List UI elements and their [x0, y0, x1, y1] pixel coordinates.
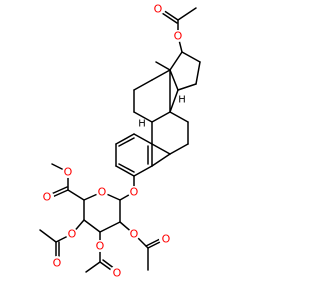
atom-o-ester-carbonyl: O	[43, 191, 52, 204]
atom-o-acetyl-carbonyl: O	[154, 3, 163, 16]
bond-layer	[39, 7, 201, 273]
atom-o4-acetyl-carbonyl: O	[53, 257, 62, 270]
atom-h14: H	[178, 95, 186, 106]
atom-o17: O	[174, 30, 183, 43]
bond	[118, 163, 135, 173]
bond	[133, 133, 153, 145]
bond	[169, 111, 189, 123]
bond	[181, 51, 201, 63]
bond	[169, 143, 189, 155]
bond	[85, 261, 101, 273]
atom-o3-acetyl-carbonyl: O	[113, 267, 122, 280]
bond	[177, 7, 197, 21]
bond	[151, 153, 171, 167]
bond	[151, 69, 171, 81]
atom-o3-sugar: O	[96, 240, 105, 253]
structure-diagram: O O O O O O O O O O O O H H	[39, 2, 201, 280]
atom-o3-glycosidic: O	[130, 186, 139, 199]
bond	[39, 229, 57, 243]
bond	[99, 221, 121, 233]
bond	[133, 111, 153, 123]
bond	[169, 89, 179, 113]
molecule-canvas: O O O O O O O O O O O O H H	[39, 2, 201, 280]
atom-o2-acetyl-carbonyl: O	[162, 233, 171, 246]
bond	[195, 61, 201, 85]
atom-o4: O	[68, 228, 77, 241]
atom-layer: O O O O O O O O O O O O H H	[42, 2, 186, 280]
bond	[67, 189, 85, 201]
bond	[115, 165, 135, 177]
bond	[177, 83, 197, 91]
bond	[169, 51, 183, 71]
bond	[133, 79, 153, 91]
atom-o2: O	[130, 228, 139, 241]
bond	[151, 111, 171, 123]
atom-h9: H	[138, 119, 146, 130]
bond	[133, 165, 153, 177]
atom-o-ester-methoxy: O	[64, 166, 73, 179]
bond	[118, 137, 135, 147]
bond	[169, 69, 179, 91]
bond	[83, 219, 101, 233]
bond	[115, 133, 135, 145]
atom-o-ring: O	[98, 186, 107, 199]
bond	[155, 61, 171, 71]
bond	[151, 143, 171, 155]
